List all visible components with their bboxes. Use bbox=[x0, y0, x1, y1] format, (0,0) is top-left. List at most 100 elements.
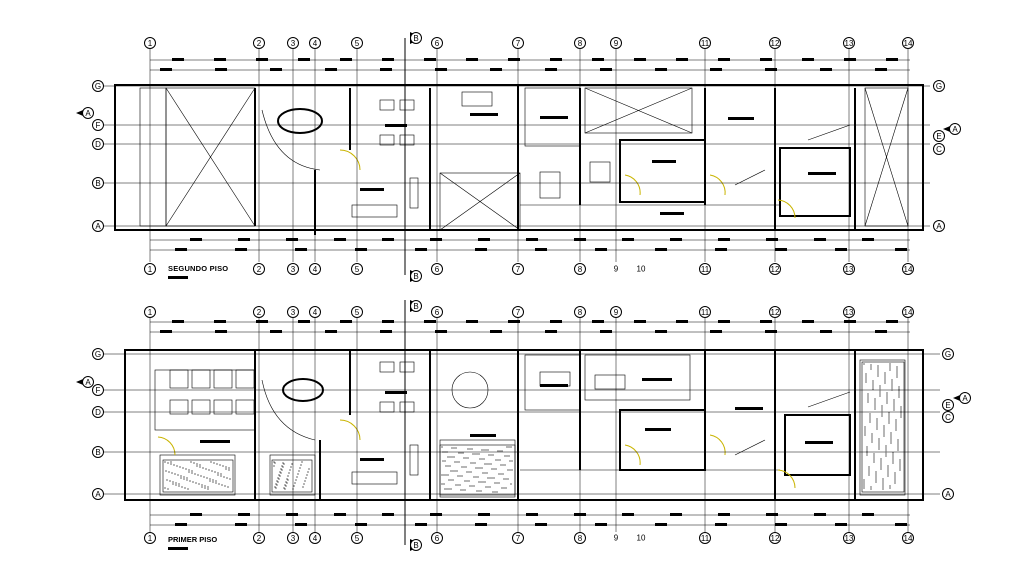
planter-dot bbox=[879, 385, 881, 387]
dimension-tick bbox=[574, 238, 586, 241]
lower-top-axis-1-label: 1 bbox=[148, 308, 153, 317]
plan-linework bbox=[114, 38, 924, 545]
planter-dot bbox=[900, 412, 902, 414]
lower-top-axis-9-circle bbox=[610, 306, 622, 318]
planter-dot bbox=[476, 453, 478, 455]
lower-top-axis-6-label: 6 bbox=[435, 308, 440, 317]
planter-dot bbox=[453, 456, 455, 458]
dimension-tick bbox=[382, 238, 394, 241]
lower-right-row-G-label: G bbox=[945, 350, 951, 359]
section-marker-0-circle bbox=[410, 32, 422, 44]
planter-dot bbox=[884, 376, 886, 378]
dimension-tick bbox=[802, 320, 814, 323]
lower-bottom-axis-14-circle bbox=[902, 532, 914, 544]
furniture-piece bbox=[399, 99, 415, 111]
planter-dot bbox=[874, 400, 876, 402]
planter-dot bbox=[888, 412, 890, 414]
planter-dot bbox=[205, 468, 207, 470]
planter-dot bbox=[203, 476, 205, 478]
lower-bottom-axis-13-label: 13 bbox=[845, 534, 854, 543]
planter-dot bbox=[883, 427, 885, 429]
dimension-tick bbox=[382, 58, 394, 61]
planter-dot bbox=[871, 435, 873, 437]
lower-top-axis-8-label: 8 bbox=[578, 308, 583, 317]
upper-top-axis-5-circle bbox=[351, 37, 363, 49]
dimension-tick bbox=[295, 523, 307, 526]
planter-dot bbox=[872, 386, 874, 388]
planter-dot bbox=[220, 475, 222, 477]
furniture-piece bbox=[539, 171, 561, 199]
planter-dot bbox=[891, 387, 893, 389]
planter-dot bbox=[220, 473, 222, 475]
planter-dot bbox=[475, 476, 477, 478]
dimension-tick bbox=[286, 513, 298, 516]
planter-dot bbox=[228, 469, 230, 471]
planter-dot bbox=[891, 385, 893, 387]
planter-dot bbox=[444, 488, 446, 490]
planter-dot bbox=[175, 482, 177, 484]
planter-dot bbox=[469, 448, 471, 450]
planter-dot bbox=[509, 460, 511, 462]
furniture-piece bbox=[213, 369, 233, 389]
dimension-tick bbox=[844, 58, 856, 61]
planter-dot bbox=[878, 442, 880, 444]
planter-dot bbox=[472, 453, 474, 455]
planter-dot bbox=[506, 446, 508, 448]
planter-dot bbox=[875, 473, 877, 475]
dimension-tick bbox=[862, 513, 874, 516]
planter-dot bbox=[872, 388, 874, 390]
planter-dot bbox=[465, 466, 467, 468]
section-marker-1-label: B bbox=[413, 272, 418, 281]
lower-right-row-E-label: E bbox=[945, 401, 950, 410]
planter-dot bbox=[877, 367, 879, 369]
planter-dot bbox=[887, 473, 889, 475]
furniture-piece bbox=[379, 401, 395, 413]
planter-dot bbox=[188, 471, 190, 473]
planter-dot bbox=[499, 459, 501, 461]
room-label-block bbox=[808, 172, 836, 175]
dimension-tick bbox=[334, 238, 346, 241]
planter-dot bbox=[460, 489, 462, 491]
planter-dot bbox=[462, 452, 464, 454]
dimension-tick bbox=[380, 330, 392, 333]
planter-dot bbox=[873, 457, 875, 459]
planter-dot bbox=[900, 416, 902, 418]
planter-dot bbox=[877, 375, 879, 377]
dimension-tick bbox=[592, 58, 604, 61]
planter-dot bbox=[207, 486, 209, 488]
planter-dot bbox=[479, 458, 481, 460]
planter-dot bbox=[275, 483, 277, 485]
planter-dot bbox=[185, 468, 187, 470]
planter-dot bbox=[900, 414, 902, 416]
lower-top-axis-12-circle bbox=[769, 306, 781, 318]
planter-dot bbox=[876, 420, 878, 422]
furniture-piece bbox=[191, 399, 211, 415]
planter-dot bbox=[292, 488, 294, 490]
dimension-tick bbox=[380, 68, 392, 71]
planter-dot bbox=[894, 482, 896, 484]
furniture-piece bbox=[191, 369, 211, 389]
dimension-tick bbox=[634, 58, 646, 61]
planter-dot bbox=[891, 381, 893, 383]
upper-top-axis-7-label: 7 bbox=[516, 39, 521, 48]
upper-right-row-C-circle bbox=[933, 143, 945, 155]
planter-dot bbox=[866, 454, 868, 456]
planter-dot bbox=[279, 471, 281, 473]
planter-dot bbox=[299, 467, 301, 469]
dimension-tick bbox=[172, 320, 184, 323]
planter-dot bbox=[467, 448, 469, 450]
planter-dot bbox=[287, 479, 289, 481]
room-label-block bbox=[645, 428, 671, 431]
planter-dot bbox=[487, 477, 489, 479]
planter-dot bbox=[863, 485, 865, 487]
lower-top-axis-8-circle bbox=[574, 306, 586, 318]
planter-dot bbox=[878, 446, 880, 448]
planter-dot bbox=[900, 406, 902, 408]
planter-dot bbox=[298, 470, 300, 472]
planter-dot bbox=[890, 438, 892, 440]
planter-dot bbox=[459, 475, 461, 477]
room-label-block bbox=[540, 116, 568, 119]
planter-dot bbox=[871, 439, 873, 441]
upper-left-row-F-label: F bbox=[96, 121, 101, 130]
planter-dot bbox=[899, 461, 901, 463]
